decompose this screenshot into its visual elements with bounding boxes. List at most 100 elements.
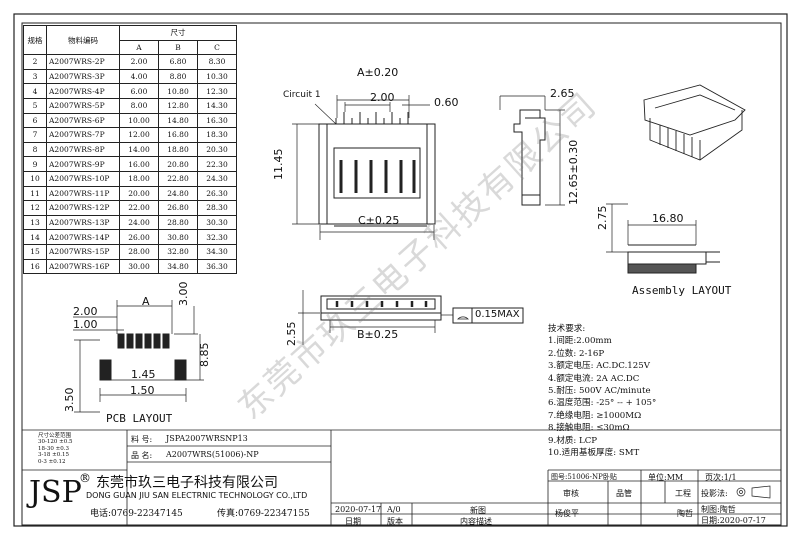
header-part: 物料编码 — [46, 24, 120, 56]
revision-description: 新图 — [470, 506, 486, 515]
dim-side-height: 12.65±0.30 — [567, 139, 580, 205]
circuit-label: Circuit 1 — [283, 90, 321, 100]
table-cell: 15 — [23, 243, 47, 260]
projection-symbol — [736, 485, 771, 499]
table-cell: 28.00 — [119, 243, 159, 260]
dim-c-tolerance: C±0.25 — [358, 214, 400, 227]
tolerance-line: 尺寸公差范围 — [38, 433, 72, 439]
flatness-value: 0.15MAX — [475, 309, 520, 320]
table-cell: A2007WRS-14P — [46, 229, 120, 245]
page-count: 页次:1/1 — [705, 473, 737, 482]
header-size: 尺寸 — [119, 25, 237, 41]
tolerance-line: 0-3 ±0.12 — [38, 458, 66, 465]
table-cell: 22.30 — [197, 156, 237, 172]
notes-title: 技术要求: — [548, 324, 586, 334]
table-cell: 20.00 — [119, 185, 159, 202]
table-cell: A2007WRS-7P — [46, 127, 120, 143]
revision-date: 2020-07-17 — [335, 505, 382, 514]
pcb-dim-300: 3.00 — [177, 281, 190, 307]
table-cell: 12.30 — [197, 83, 237, 99]
table-cell: 6 — [23, 112, 47, 129]
revision-version: A/0 — [387, 505, 401, 514]
table-cell: 16.80 — [158, 127, 198, 143]
column-description: 内容描述 — [460, 517, 492, 526]
header-spec: 规格 — [23, 24, 47, 56]
assembly-layout-title: Assembly LAYOUT — [632, 284, 732, 297]
table-cell: A2007WRS-16P — [46, 258, 120, 275]
note-item: 8.接触电阻: ≤30mΩ — [548, 423, 630, 434]
pcb-dim-a: A — [142, 295, 150, 308]
registered-mark: ® — [79, 471, 91, 485]
table-cell: A2007WRS-8P — [46, 141, 120, 158]
table-cell: 14.30 — [197, 97, 237, 114]
table-cell: 30.80 — [158, 229, 198, 245]
table-cell: 2 — [23, 54, 47, 70]
review-label: 审核 — [563, 489, 579, 498]
quality-label: 品管 — [616, 489, 632, 498]
table-cell: 30.00 — [119, 258, 159, 275]
table-cell: 10.00 — [119, 112, 159, 129]
table-cell: 14.00 — [119, 141, 159, 158]
table-cell: 14 — [23, 229, 47, 245]
header-b: B — [158, 39, 198, 56]
table-cell: 16.00 — [119, 156, 159, 172]
title-block — [22, 429, 781, 525]
table-cell: 22.80 — [158, 170, 198, 187]
table-header-row: 规格 物料编码 尺寸 — [23, 24, 237, 56]
table-cell: 26.30 — [197, 185, 237, 202]
company-name-en: DONG GUAN JIU SAN ELECTRNIC TECHNOLOGY C… — [86, 491, 308, 500]
tolerance-line: 3-18 ±0.15 — [38, 452, 69, 459]
tolerance-line: 30-120 ±0.5 — [38, 439, 73, 446]
inner-frame — [21, 22, 782, 526]
flatness-box — [452, 307, 524, 324]
table-cell: 10 — [23, 170, 47, 187]
table-cell: 7 — [23, 127, 47, 143]
table-cell: A2007WRS-9P — [46, 156, 120, 172]
table-cell: 2.00 — [119, 54, 159, 70]
table-cell: 26.00 — [119, 229, 159, 245]
header-c: C — [197, 39, 237, 56]
table-cell: 20.30 — [197, 141, 237, 158]
assembly-view — [627, 244, 720, 274]
table-cell: 8.80 — [158, 68, 198, 85]
table-cell: 20.80 — [158, 156, 198, 172]
table-cell: 12.00 — [119, 127, 159, 143]
table-cell: A2007WRS-13P — [46, 214, 120, 231]
table-cell: A2007WRS-12P — [46, 200, 120, 216]
table-cell: 8 — [23, 141, 47, 158]
pcb-dim-350: 3.50 — [63, 387, 76, 413]
approver-name: 杨俊平 — [555, 509, 579, 518]
table-cell: 13 — [23, 214, 47, 231]
table-cell: 32.30 — [197, 229, 237, 245]
table-cell: 36.30 — [197, 258, 237, 275]
drafter-label: 制图:陶哲 — [701, 505, 736, 514]
table-cell: 24.80 — [158, 185, 198, 202]
table-cell: 10.80 — [158, 83, 198, 99]
header-a: A — [119, 39, 159, 56]
pcb-dim-100: 1.00 — [73, 318, 98, 331]
table-cell: 9 — [23, 156, 47, 172]
company-name-cn: 东莞市玖三电子科技有限公司 — [96, 475, 278, 491]
bottom-view — [320, 295, 442, 321]
company-fax: 传真:0769-22347155 — [217, 509, 310, 519]
pcb-layout-title: PCB LAYOUT — [106, 412, 173, 425]
note-item: 2.位数: 2-16P — [548, 348, 605, 359]
table-cell: A2007WRS-2P — [46, 54, 120, 70]
table-cell: 12.80 — [158, 97, 198, 114]
product-name: A2007WRS(51006)-NP — [166, 450, 259, 459]
